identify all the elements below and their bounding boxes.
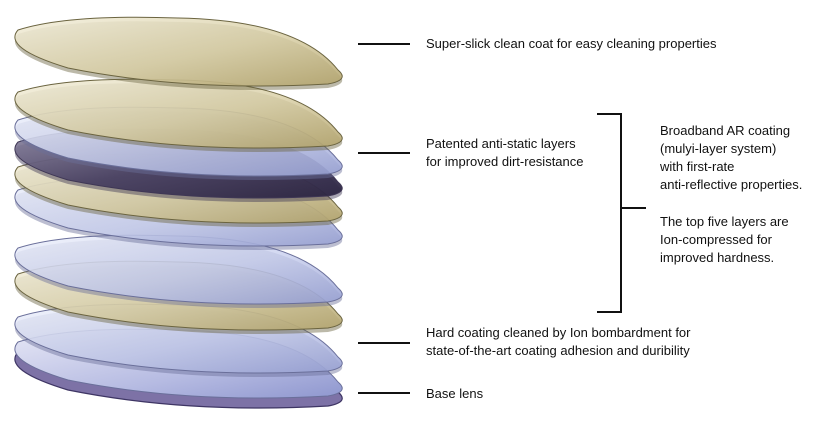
clean-coat-label: Super-slick clean coat for easy cleaning… (426, 36, 717, 51)
bracket-bottom (597, 311, 621, 313)
top-five-label: The top five layers are Ion-compressed f… (660, 214, 789, 265)
clean-coat-layer (14, 16, 343, 91)
hard-coating-leader (358, 342, 410, 344)
base-lens-leader (358, 392, 410, 394)
hard-coating-label: Hard coating cleaned by Ion bombardment … (426, 325, 691, 358)
anti-static-layer-1 (14, 78, 343, 152)
bracket-top (597, 113, 621, 115)
bracket-pointer (620, 207, 646, 209)
clean-coat-leader (358, 43, 410, 45)
bracket-spine (620, 113, 622, 313)
anti-static-leader (358, 152, 410, 154)
base-lens-label: Base lens (426, 386, 484, 401)
layer-surface (14, 16, 343, 87)
anti-static-label: Patented anti-static layers for improved… (426, 136, 584, 169)
broadband-ar-label: Broadband AR coating (mulyi-layer system… (660, 123, 803, 192)
